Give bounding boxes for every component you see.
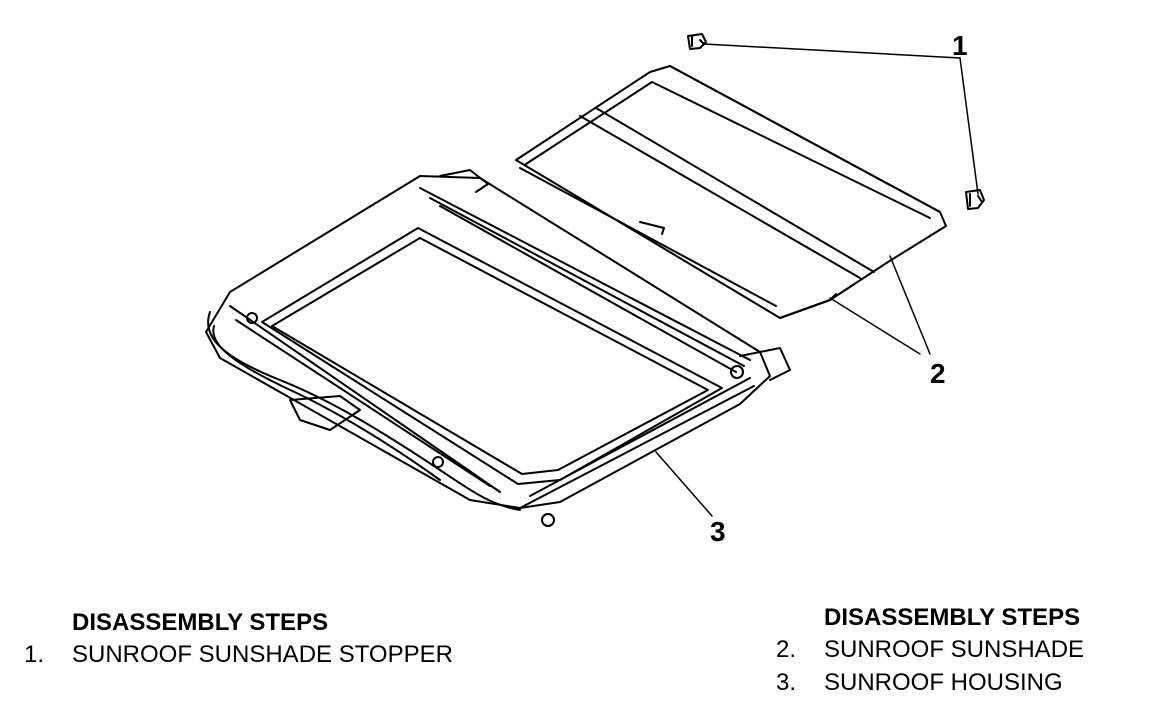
step-label: SUNROOF SUNSHADE STOPPER — [72, 641, 453, 668]
step-row: 3. SUNROOF HOUSING — [776, 666, 1084, 699]
leader-lines — [655, 43, 979, 517]
steps-heading: DISASSEMBLY STEPS — [824, 604, 1081, 631]
sunroof-housing-frame — [205, 169, 791, 527]
step-row: 1. SUNROOF SUNSHADE STOPPER — [24, 638, 453, 671]
sunroof-exploded-diagram — [205, 33, 985, 527]
left-steps-block: DISASSEMBLY STEPS 1. SUNROOF SUNSHADE STO… — [24, 608, 453, 671]
callout-1: 1 — [952, 30, 968, 61]
sunshade-stopper-clip-bottom — [965, 189, 985, 210]
step-number: 1. — [24, 641, 45, 668]
step-label: SUNROOF HOUSING — [824, 669, 1063, 696]
sunroof-sunshade-panel — [515, 65, 947, 319]
right-steps-block: DISASSEMBLY STEPS 2. SUNROOF SUNSHADE 3. S… — [776, 603, 1084, 699]
callout-3: 3 — [710, 516, 726, 547]
sunshade-stopper-clip-top — [687, 33, 707, 50]
step-row: 2. SUNROOF SUNSHADE — [776, 633, 1084, 666]
step-label: SUNROOF SUNSHADE — [824, 636, 1085, 663]
step-number: 3. — [776, 669, 797, 696]
callout-2: 2 — [930, 358, 946, 389]
steps-heading: DISASSEMBLY STEPS — [72, 609, 329, 636]
step-number: 2. — [776, 636, 797, 663]
